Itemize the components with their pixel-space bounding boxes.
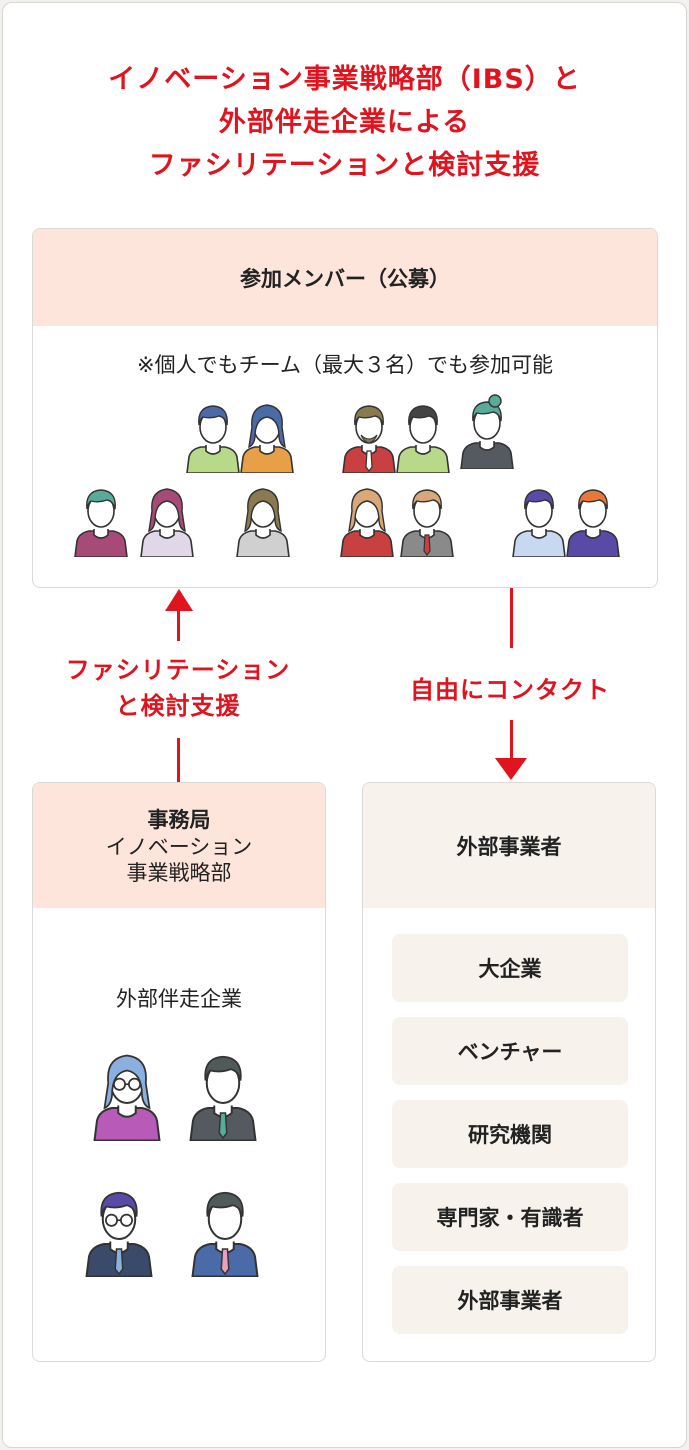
external-header: 外部事業者 bbox=[363, 783, 655, 908]
secretariat-title: 事務局 bbox=[147, 807, 211, 832]
external-item-venture: ベンチャー bbox=[392, 1017, 628, 1085]
members-header: 参加メンバー（公募） bbox=[33, 229, 657, 326]
member-person-icon bbox=[135, 481, 199, 558]
member-person-icon bbox=[69, 481, 133, 558]
title-line-1: イノベーション事業戦略部（IBS）と bbox=[108, 64, 581, 95]
member-person-icon bbox=[395, 481, 459, 558]
contact-label: 自由にコンタクト bbox=[410, 676, 610, 704]
external-item-research: 研究機関 bbox=[392, 1100, 628, 1168]
member-person-icon bbox=[335, 481, 399, 558]
external-item-experts: 専門家・有識者 bbox=[392, 1183, 628, 1251]
member-person-icon bbox=[337, 397, 401, 474]
facilitation-label-line-1: ファシリテーション bbox=[65, 656, 291, 684]
facilitation-label: ファシリテーション と検討支援 bbox=[28, 652, 328, 724]
external-header-label: 外部事業者 bbox=[456, 834, 562, 859]
title-line-2: 外部伴走企業による bbox=[218, 107, 471, 138]
secretariat-subtitle-line-1: イノベーション bbox=[105, 834, 253, 859]
arrow-down-shaft-bottom bbox=[510, 720, 513, 762]
arrow-up-shaft-top bbox=[177, 609, 180, 641]
secretariat-header: 事務局 イノベーション 事業戦略部 bbox=[33, 783, 325, 908]
member-person-icon bbox=[507, 481, 571, 558]
members-box: 参加メンバー（公募） ※個人でもチーム（最大３名）でも参加可能 bbox=[32, 228, 658, 588]
members-header-label: 参加メンバー（公募） bbox=[240, 266, 450, 291]
arrow-down-head bbox=[495, 758, 527, 780]
member-person-icon bbox=[231, 481, 295, 558]
facilitation-label-line-2: と検討支援 bbox=[115, 692, 241, 720]
members-people bbox=[33, 229, 657, 587]
members-note: ※個人でもチーム（最大３名）でも参加可能 bbox=[137, 353, 553, 377]
arrow-up-shaft-bottom bbox=[177, 738, 180, 782]
member-person-icon bbox=[181, 397, 245, 474]
external-item-external: 外部事業者 bbox=[392, 1266, 628, 1334]
diagram-title: イノベーション事業戦略部（IBS）と 外部伴走企業による ファシリテーションと検… bbox=[0, 58, 689, 187]
member-person-icon bbox=[391, 397, 455, 474]
member-person-icon bbox=[235, 397, 299, 474]
staff-person-icon bbox=[87, 1045, 167, 1142]
secretariat-people bbox=[33, 783, 325, 1361]
arrow-up-head bbox=[165, 589, 193, 611]
staff-person-icon bbox=[185, 1181, 265, 1278]
title-line-3: ファシリテーションと検討支援 bbox=[148, 150, 541, 181]
staff-person-icon bbox=[183, 1045, 263, 1142]
member-person-icon bbox=[455, 393, 519, 470]
staff-person-icon bbox=[79, 1181, 159, 1278]
secretariat-subtitle-line-2: 事業戦略部 bbox=[126, 860, 232, 885]
secretariat-box: 事務局 イノベーション 事業戦略部 外部伴走企業 bbox=[32, 782, 326, 1362]
secretariat-body-label: 外部伴走企業 bbox=[116, 987, 242, 1011]
member-person-icon bbox=[561, 481, 625, 558]
arrow-down-shaft-top bbox=[510, 588, 513, 648]
external-item-large-company: 大企業 bbox=[392, 934, 628, 1002]
